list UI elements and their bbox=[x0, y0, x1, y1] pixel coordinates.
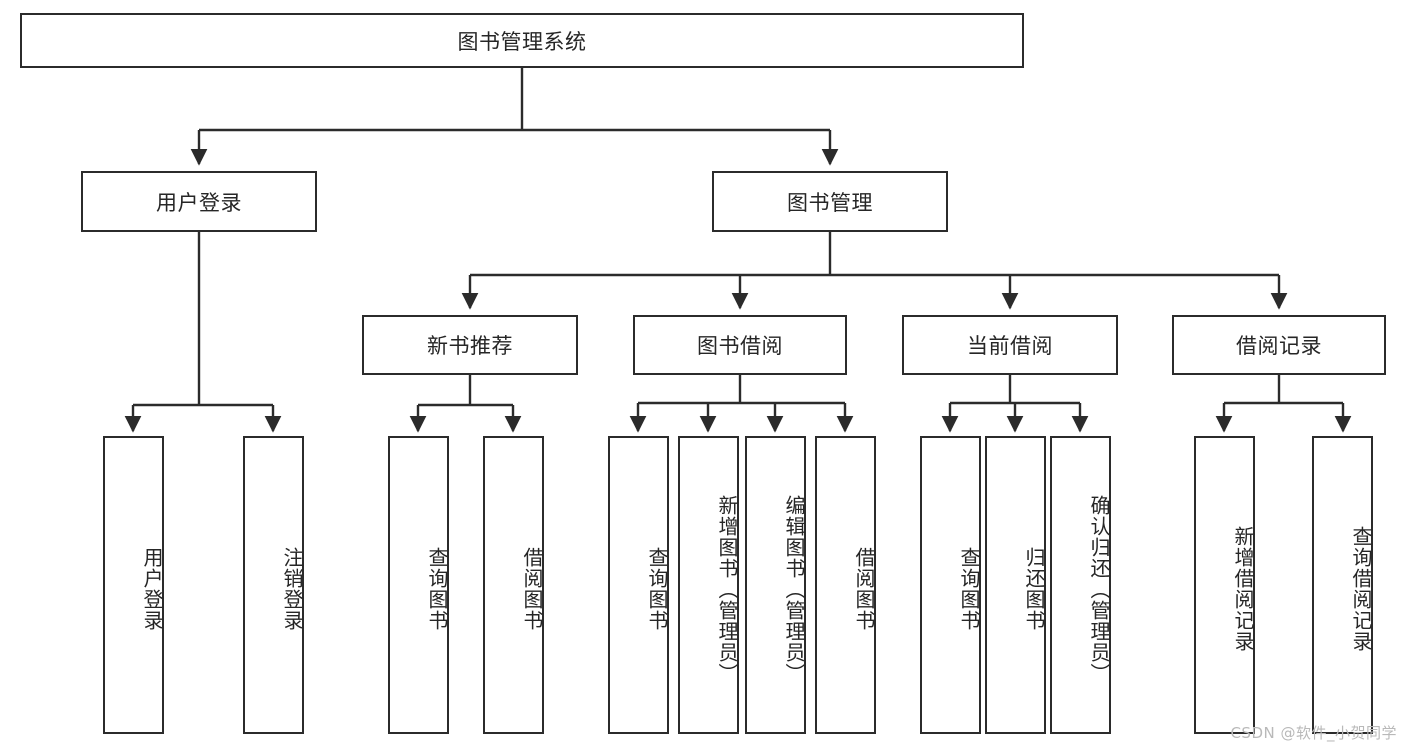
leaf-query-record[interactable]: 查询借阅记录 bbox=[1312, 436, 1373, 734]
leaf-query-book-1[interactable]: 查询图书 bbox=[388, 436, 449, 734]
leaf-label: 注销登录 bbox=[280, 547, 304, 631]
leaf-query-book-3[interactable]: 查询图书 bbox=[920, 436, 981, 734]
node-root-system[interactable]: 图书管理系统 bbox=[20, 13, 1024, 68]
leaf-query-book-2[interactable]: 查询图书 bbox=[608, 436, 669, 734]
leaf-logout-login[interactable]: 注销登录 bbox=[243, 436, 304, 734]
leaf-add-record[interactable]: 新增借阅记录 bbox=[1194, 436, 1255, 734]
leaf-borrow-book-1[interactable]: 借阅图书 bbox=[483, 436, 544, 734]
csdn-watermark: CSDN @软件_小贺同学 bbox=[1230, 724, 1397, 742]
node-borrow-record[interactable]: 借阅记录 bbox=[1172, 315, 1386, 375]
leaf-label: 查询借阅记录 bbox=[1349, 526, 1373, 652]
node-book-borrow[interactable]: 图书借阅 bbox=[633, 315, 847, 375]
leaf-label: 新增借阅记录 bbox=[1231, 526, 1255, 652]
leaf-label: 查询图书 bbox=[957, 547, 981, 631]
leaf-label: 借阅图书 bbox=[520, 547, 544, 631]
node-current-borrow[interactable]: 当前借阅 bbox=[902, 315, 1118, 375]
leaf-label: 查询图书 bbox=[425, 547, 449, 631]
node-user-login[interactable]: 用户登录 bbox=[81, 171, 317, 232]
leaf-label: 新增图书（管理员） bbox=[715, 494, 739, 684]
leaf-user-login[interactable]: 用户登录 bbox=[103, 436, 164, 734]
leaf-label: 确认归还（管理员） bbox=[1087, 494, 1111, 684]
leaf-label: 查询图书 bbox=[645, 547, 669, 631]
leaf-label: 用户登录 bbox=[140, 547, 164, 631]
leaf-label: 编辑图书（管理员） bbox=[782, 494, 806, 684]
leaf-edit-book[interactable]: 编辑图书（管理员） bbox=[745, 436, 806, 734]
leaf-label: 归还图书 bbox=[1022, 547, 1046, 631]
leaf-return-book[interactable]: 归还图书 bbox=[985, 436, 1046, 734]
leaf-borrow-book-2[interactable]: 借阅图书 bbox=[815, 436, 876, 734]
node-book-management[interactable]: 图书管理 bbox=[712, 171, 948, 232]
node-new-book-recommend[interactable]: 新书推荐 bbox=[362, 315, 578, 375]
leaf-confirm-return[interactable]: 确认归还（管理员） bbox=[1050, 436, 1111, 734]
leaf-label: 借阅图书 bbox=[852, 547, 876, 631]
leaf-add-book[interactable]: 新增图书（管理员） bbox=[678, 436, 739, 734]
